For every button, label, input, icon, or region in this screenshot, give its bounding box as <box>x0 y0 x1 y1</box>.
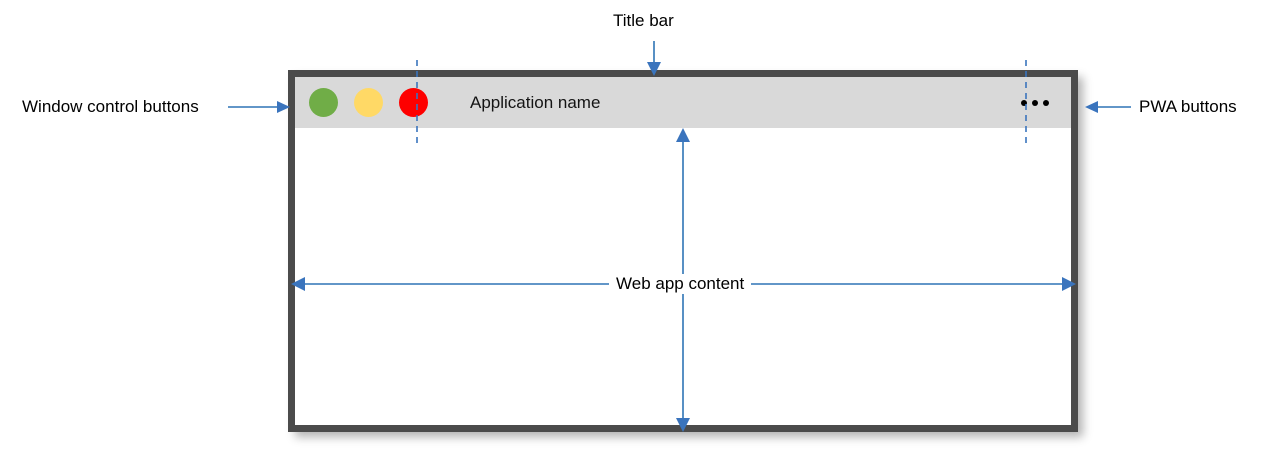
window-control-yellow-button[interactable] <box>354 88 383 117</box>
ellipsis-icon-dot-1 <box>1021 99 1027 106</box>
window-inner: Application name <box>295 77 1071 425</box>
annotation-window-control-buttons: Window control buttons <box>22 97 199 116</box>
ellipsis-icon-dot-3 <box>1043 99 1049 106</box>
annotation-title-bar: Title bar <box>613 11 674 30</box>
window-control-green-button[interactable] <box>309 88 338 117</box>
annotation-pwa-buttons: PWA buttons <box>1139 97 1237 116</box>
window-control-buttons <box>309 88 428 117</box>
leader-pwa-buttons <box>1085 101 1131 113</box>
ellipsis-icon-dot-2 <box>1032 99 1038 106</box>
window-control-red-button[interactable] <box>399 88 428 117</box>
app-window: Application name <box>288 70 1078 432</box>
pwa-buttons[interactable] <box>1017 96 1053 110</box>
application-name-label: Application name <box>470 93 601 112</box>
title-bar[interactable]: Application name <box>295 77 1071 128</box>
leader-window-control-buttons <box>228 101 290 113</box>
annotation-web-app-content: Web app content <box>609 274 752 294</box>
